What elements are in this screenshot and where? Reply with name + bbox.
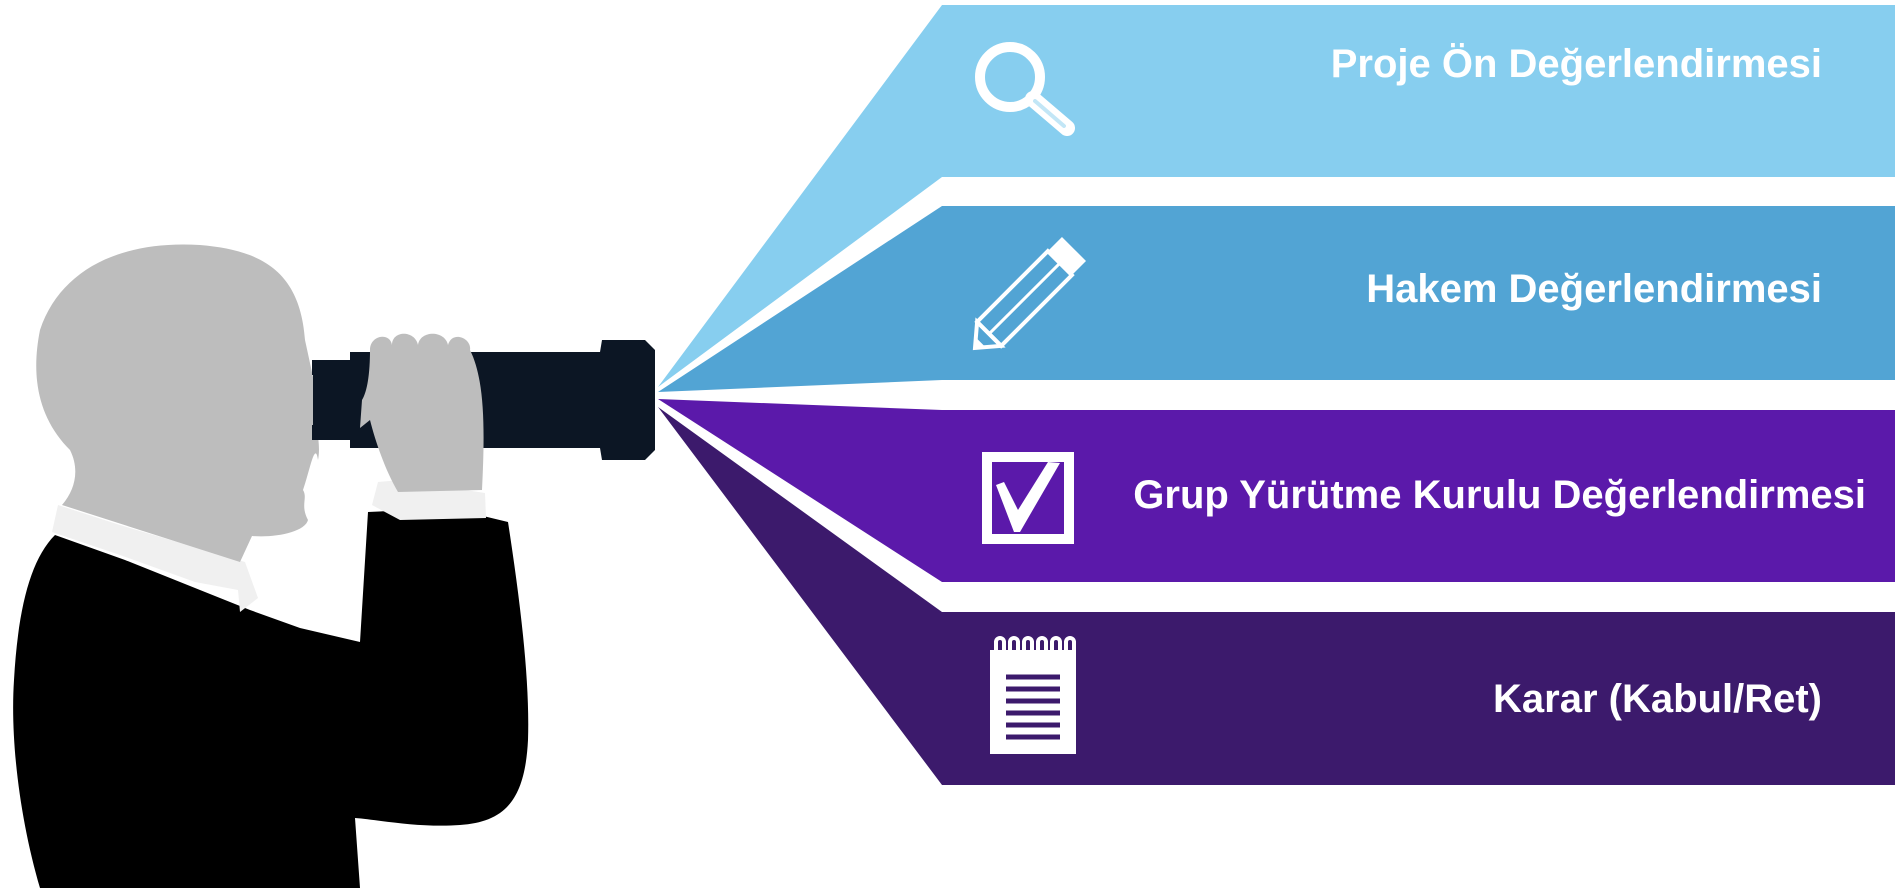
person-suit [13, 508, 529, 888]
pencil-icon [972, 236, 1087, 351]
stage-label-decision: Karar (Kabul/Ret) [1493, 677, 1822, 721]
stage-band-referee [658, 206, 1895, 392]
stage-band-committee [658, 399, 1895, 582]
stage-band-decision [658, 407, 1895, 785]
stage-labels: Proje Ön Değerlendirmesi Hakem Değerlend… [1133, 41, 1866, 721]
checkbox-icon [982, 452, 1074, 544]
person-hand [360, 333, 484, 492]
stage-label-committee: Grup Yürütme Kurulu Değerlendirmesi [1133, 473, 1866, 517]
stage-bands [658, 5, 1895, 785]
notepad-icon [990, 636, 1076, 754]
stage-label-referee: Hakem Değerlendirmesi [1366, 267, 1822, 311]
magnifier-icon [975, 42, 1075, 136]
stage-label-preliminary: Proje Ön Değerlendirmesi [1331, 41, 1822, 86]
person-with-binoculars-illustration [13, 244, 655, 888]
person-head [36, 244, 319, 562]
stage-band-preliminary [658, 5, 1895, 387]
person-collar [52, 505, 258, 612]
